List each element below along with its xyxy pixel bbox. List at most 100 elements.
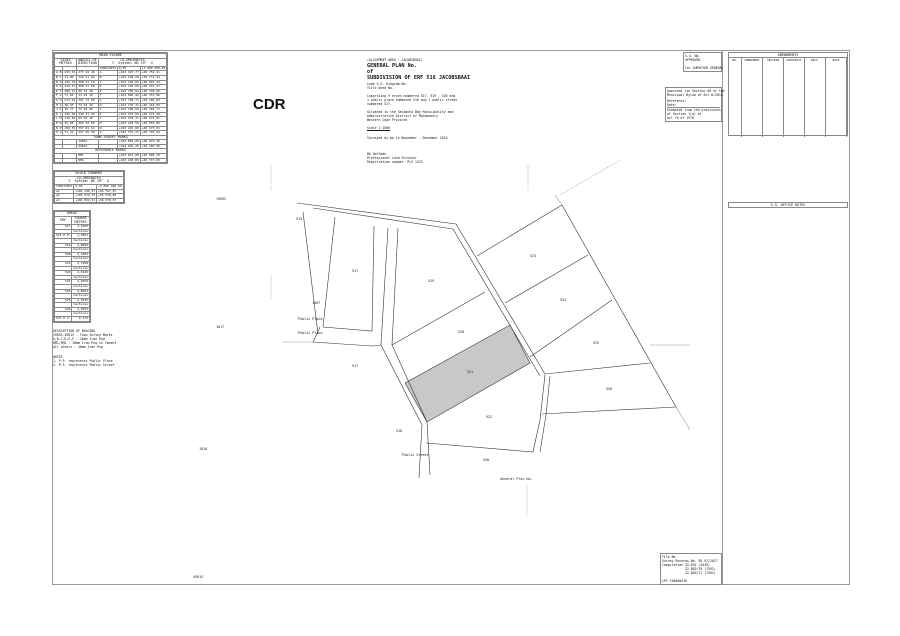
approved-label: APPROVED — [685, 58, 701, 62]
surveyor-name: BA Hoffman — [367, 152, 387, 156]
parcel-label: 517 — [352, 269, 358, 273]
plan-text-label: 1905S — [216, 197, 226, 201]
boundary-line — [312, 207, 541, 377]
sg-no-label: S.G. No. — [685, 54, 701, 58]
plan-text-label: General Plan No. — [500, 477, 533, 481]
boundary-line — [296, 202, 546, 375]
boundary-line — [554, 194, 563, 206]
amendments-column-no: NO. — [729, 58, 742, 137]
plan-text-label: 4901S — [193, 575, 203, 579]
parcel-label: 1407 — [312, 301, 320, 305]
table-cell: +66 743,00 — [139, 157, 168, 164]
table-cell: 8 470 — [71, 316, 90, 322]
table-row: 4901S+102 645,20+66 186,00 — [53, 143, 168, 150]
plan-text-label: Public Place — [298, 317, 323, 321]
table-cell — [53, 157, 64, 164]
amendments-column-init: INIT. — [805, 58, 826, 137]
reference-label: Reference: — [667, 99, 687, 103]
title-deed: Title Deed No. — [367, 86, 394, 90]
boundary-line — [322, 216, 375, 332]
drawing-frame — [52, 50, 850, 585]
table-row: a3+102 862,51+66 578,07 — [53, 197, 124, 204]
parcel-label: 519 — [428, 279, 434, 283]
cdr-logo: CDR — [253, 96, 286, 113]
boundary-line — [529, 299, 613, 358]
parcel-label: 521 — [467, 370, 473, 374]
file-info-text: File No. Survey Records No. SR 97/2017 C… — [662, 555, 718, 583]
parcel-label: 520 — [458, 330, 464, 334]
column-header: SQUARE METRES — [71, 215, 90, 226]
erf-521-shaded — [404, 324, 531, 423]
surveyor-registration: Registration number: PLS 1323 — [367, 160, 423, 164]
boundary-line — [675, 406, 691, 431]
boundary-line — [380, 227, 423, 479]
notes: NOTES 1. P.P. represents Public Place 2.… — [53, 354, 115, 367]
plan-lines — [270, 159, 691, 515]
plan-text-label: 1816 — [199, 447, 207, 451]
boundary-line — [544, 362, 651, 375]
boundary-line — [312, 326, 382, 347]
parcel-label: 522 — [486, 415, 492, 419]
approval-box: Approved ito Section 80 of the Municipal… — [665, 87, 725, 122]
table-cell: RM2 — [76, 157, 99, 164]
boundary-line — [539, 375, 551, 453]
surveyor-title: Professional Land Surveyor — [367, 156, 417, 160]
amendments-column-amendment: AMENDMENT — [742, 58, 763, 137]
boundary-line — [425, 374, 546, 453]
table-row: RM2+102 190,80+66 743,00 — [53, 157, 168, 164]
amendments-column-authority: AUTHORITY — [784, 58, 805, 137]
title-block: (ALLOTMENT AREA : JACOBSBAAI) GENERAL PL… — [367, 58, 470, 164]
sg-office-dates: S.G. OFFICE DATES — [728, 202, 848, 208]
sg-number-box: S.G. No. APPROVED For SURVEYOR GENERAL — [683, 52, 724, 72]
boundary-line — [476, 204, 563, 257]
sg-office-dates-label: S.G. OFFICE DATES — [770, 203, 806, 207]
exempted-text: Exempted from the provisions of Section … — [667, 107, 721, 120]
boundary-line — [302, 211, 319, 335]
plan-text-label: 1817 — [216, 325, 224, 329]
table-cell — [97, 157, 118, 164]
beacon-description: DESCRIPTION OF BEACONS 1905S,4901S : Tow… — [53, 328, 117, 349]
plan-text-label: Public Street — [402, 453, 429, 457]
parcel-label: 526 — [606, 387, 612, 391]
parcel-label: 515 — [296, 217, 302, 221]
column-header: CO-ORDINATES Y System: WG 19° X — [97, 57, 168, 67]
block-corners-header: CO-ORDINATES Y System: WG 19° X — [54, 175, 124, 186]
column-header: ANGLES OF DIRECTION — [76, 57, 99, 67]
amendments-title: AMENDMENTS — [729, 53, 847, 58]
table-row: 527 P.S.8 470 — [53, 316, 90, 322]
parcel-label: 524 — [560, 298, 566, 302]
comprising-text: Comprising 9 erven numbered 517, 519 - 5… — [367, 94, 458, 106]
amendments-column-date: DATE — [826, 58, 847, 137]
allotment-label: (ALLOTMENT AREA : JACOBSBAAI) — [367, 58, 423, 62]
parcel-label: 517 — [352, 364, 358, 368]
panel-divider — [722, 50, 723, 585]
boundary-line — [391, 227, 431, 476]
plan-title: GENERAL PLAN No. — [367, 63, 417, 69]
boundary-line — [504, 254, 589, 304]
plan-subtitle: SUBDIVISION OF ERF 516 JACOBSBAAI — [367, 75, 471, 81]
parcel-label: 518 — [396, 429, 402, 433]
parcel-label: 523 — [530, 254, 536, 258]
date-label: Date: — [667, 103, 677, 107]
parcel-label: 530 — [483, 458, 489, 462]
surveyed-text: Surveyed by me in November - December 20… — [367, 136, 448, 140]
situated-text: Situated in the Saldanha Bay Municipalit… — [367, 110, 454, 122]
boundary-line — [559, 159, 621, 196]
scale-text: Scale 1:1000 — [367, 126, 391, 130]
boundary-line — [391, 291, 486, 346]
table-cell: +66 578,07 — [96, 197, 124, 204]
plan-text-label: Public Place — [298, 331, 323, 335]
diagram-no: Code S.G. Diagram No. — [367, 82, 408, 86]
surveyor-general-label: For SURVEYOR GENERAL — [685, 66, 724, 70]
table-cell: a3 — [53, 197, 75, 204]
